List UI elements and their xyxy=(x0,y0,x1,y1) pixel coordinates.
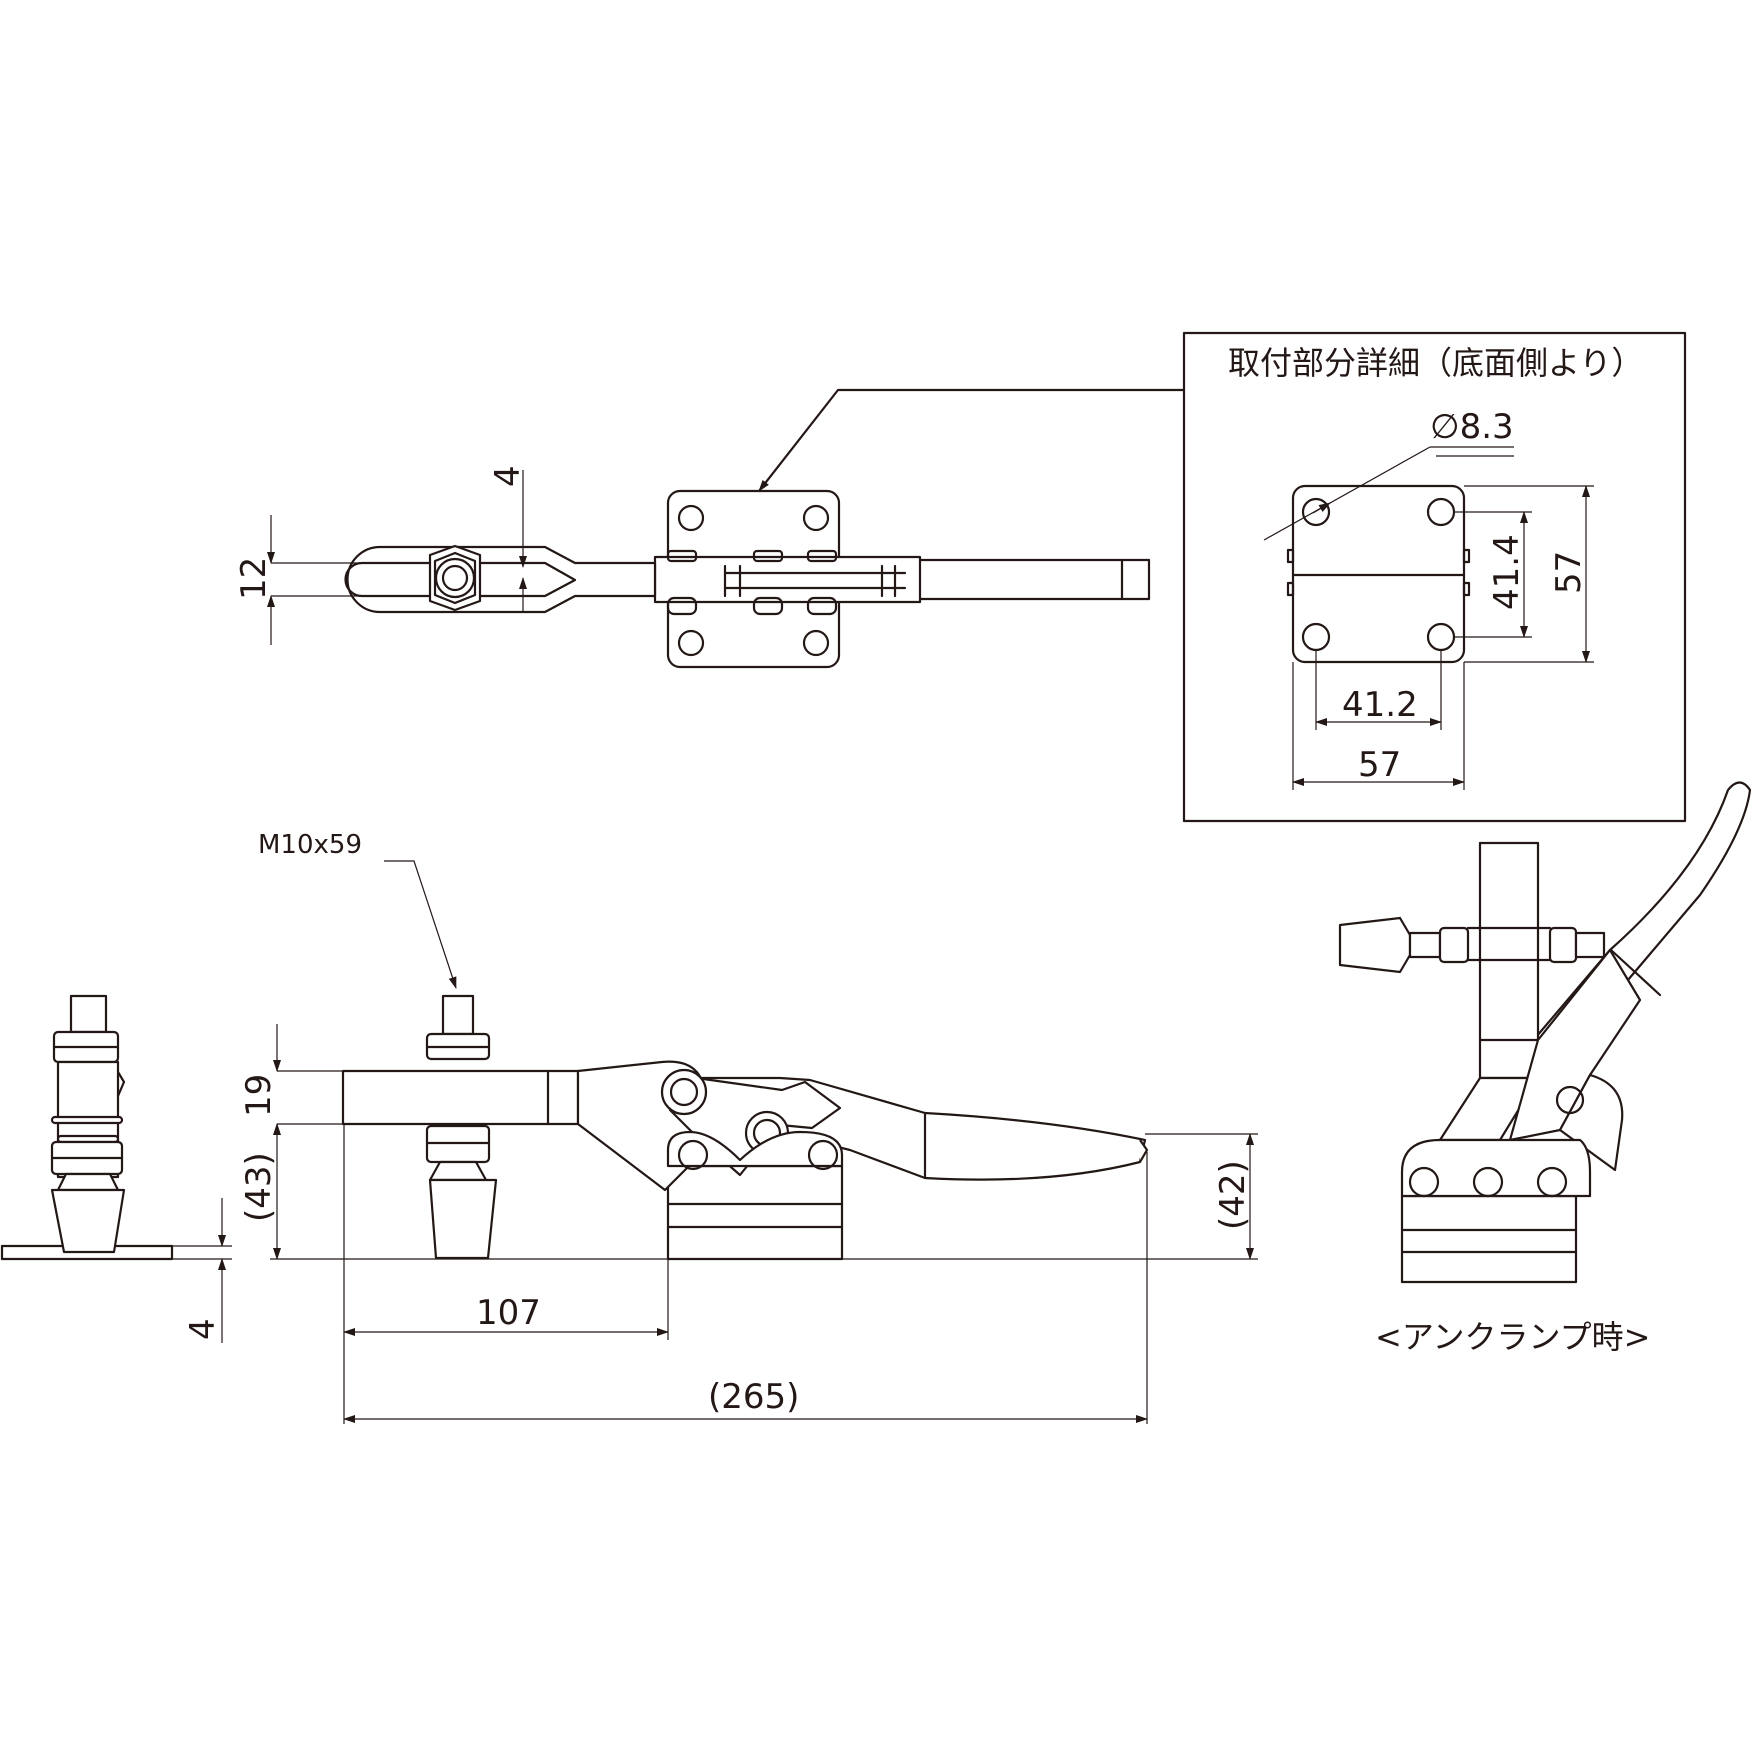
dim-hole-pitch-x: 41.2 xyxy=(1342,685,1418,725)
dim-slot-width: 12 xyxy=(234,557,274,600)
top-view: 12 4 xyxy=(234,465,1151,669)
mount-hole xyxy=(1301,497,1331,527)
bolt-spec-label: M10x59 xyxy=(258,830,362,860)
dim-handle-height: (42) xyxy=(1213,1160,1253,1230)
side-view: M10x59 19 (43) (42) 107 (265) xyxy=(239,830,1258,1424)
mount-hole xyxy=(1426,497,1456,527)
detail-leader xyxy=(757,388,1186,493)
mounting-detail: 取付部分詳細（底面側より） ∅8.3 41.2 57 41.4 xyxy=(757,331,1687,823)
hole-diameter-label: ∅8.3 xyxy=(1430,407,1514,447)
dim-hole-pitch-y: 41.4 xyxy=(1487,534,1527,610)
dim-arm-thickness: 4 xyxy=(488,465,528,487)
dim-overall-length: (265) xyxy=(708,1377,799,1417)
mount-hole xyxy=(1426,622,1456,652)
dim-base-thickness: 4 xyxy=(183,1318,223,1340)
dim-base-width: 57 xyxy=(1358,745,1401,785)
unclamp-caption: <アンクランプ時> xyxy=(1375,1318,1650,1356)
front-view: 4 xyxy=(0,994,232,1343)
dim-arm-to-base: (43) xyxy=(239,1152,279,1222)
unclamp-view: <アンクランプ時> xyxy=(1338,781,1752,1356)
dim-arm-height: 19 xyxy=(239,1074,279,1117)
dim-spindle-pos: 107 xyxy=(476,1293,541,1333)
detail-frame xyxy=(1182,331,1687,823)
detail-title: 取付部分詳細（底面側より） xyxy=(1228,344,1643,382)
mount-hole xyxy=(1301,622,1331,652)
dim-base-depth: 57 xyxy=(1549,551,1589,594)
